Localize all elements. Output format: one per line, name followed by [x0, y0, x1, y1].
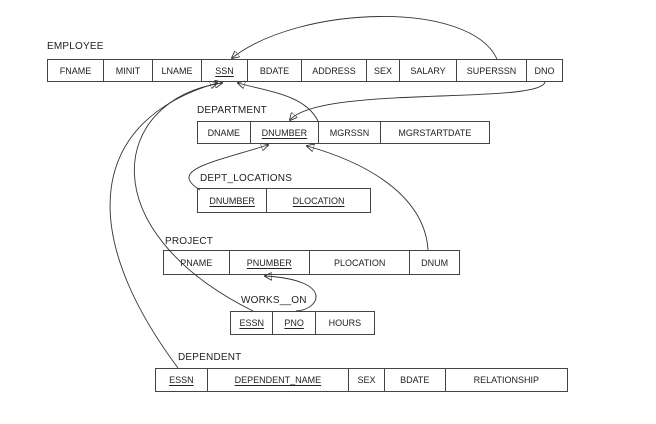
employee-attr-dno: DNO	[534, 65, 555, 76]
employee-attr-ssn: SSN	[202, 60, 248, 81]
dept-locations-table: DNUMBER DLOCATION	[197, 188, 371, 213]
dependent-relation-name: DEPENDENT	[178, 352, 242, 363]
dept-locations-relation-name: DEPT_LOCATIONS	[200, 173, 293, 184]
works-on-attr-pno: PNO	[273, 312, 316, 334]
dependent-attr-sex: SEX	[349, 369, 385, 391]
project-attr-plocation: PLOCATION	[310, 251, 411, 274]
employee-attr-sex: SEX	[367, 60, 400, 81]
arrow-dno-to-dnumber	[290, 81, 546, 120]
department-attr-dname: DNAME	[198, 122, 251, 143]
works-on-attr-hours: HOURS	[328, 318, 362, 328]
department-relation-name: DEPARTMENT	[197, 105, 267, 116]
project-relation-name: PROJECT	[165, 236, 214, 247]
employee-relation-name: EMPLOYEE	[47, 41, 104, 52]
dept-locations-attr-dlocation: DLOCATION	[292, 195, 345, 206]
employee-attr-minit: MINIT	[104, 60, 153, 81]
dept-locations-attr-dnumber: DNUMBER	[198, 189, 268, 212]
employee-attr-bdate: BDATE	[248, 60, 302, 81]
project-table: PNAME PNUMBER PLOCATION DNUM	[163, 250, 460, 275]
dependent-attr-essn: ESSN	[156, 369, 208, 391]
employee-table: FNAME MINIT LNAME SSN BDATE ADDRESS SEX …	[47, 59, 563, 82]
project-attr-pnumber: PNUMBER	[230, 251, 311, 274]
employee-attr-salary: SALARY	[400, 60, 457, 81]
employee-attr-lname: LNAME	[153, 60, 202, 81]
arrow-superssn-to-ssn	[232, 16, 498, 59]
employee-attr-fname: FNAME	[48, 60, 104, 81]
dependent-attr-bdate: BDATE	[385, 369, 446, 391]
employee-attr-address: ADDRESS	[302, 60, 367, 81]
works-on-relation-name: WORKS__ON	[241, 295, 307, 306]
dependent-attr-dependent-name: DEPENDENT_NAME	[208, 369, 350, 391]
project-attr-pname: PNAME	[164, 251, 230, 274]
department-attr-dnumber: DNUMBER	[251, 122, 320, 143]
dependent-attr-relationship: RELATIONSHIP	[473, 375, 539, 385]
department-attr-mgrssn: MGRSSN	[319, 122, 381, 143]
works-on-attr-essn: ESSN	[231, 312, 274, 334]
employee-attr-superssn: SUPERSSN	[457, 60, 527, 81]
project-attr-dnum: DNUM	[421, 257, 449, 268]
department-table: DNAME DNUMBER MGRSSN MGRSTARTDATE	[197, 121, 490, 144]
works-on-table: ESSN PNO HOURS	[230, 311, 375, 335]
department-attr-mgrstartdate: MGRSTARTDATE	[398, 127, 472, 138]
dependent-table: ESSN DEPENDENT_NAME SEX BDATE RELATIONSH…	[155, 368, 568, 392]
